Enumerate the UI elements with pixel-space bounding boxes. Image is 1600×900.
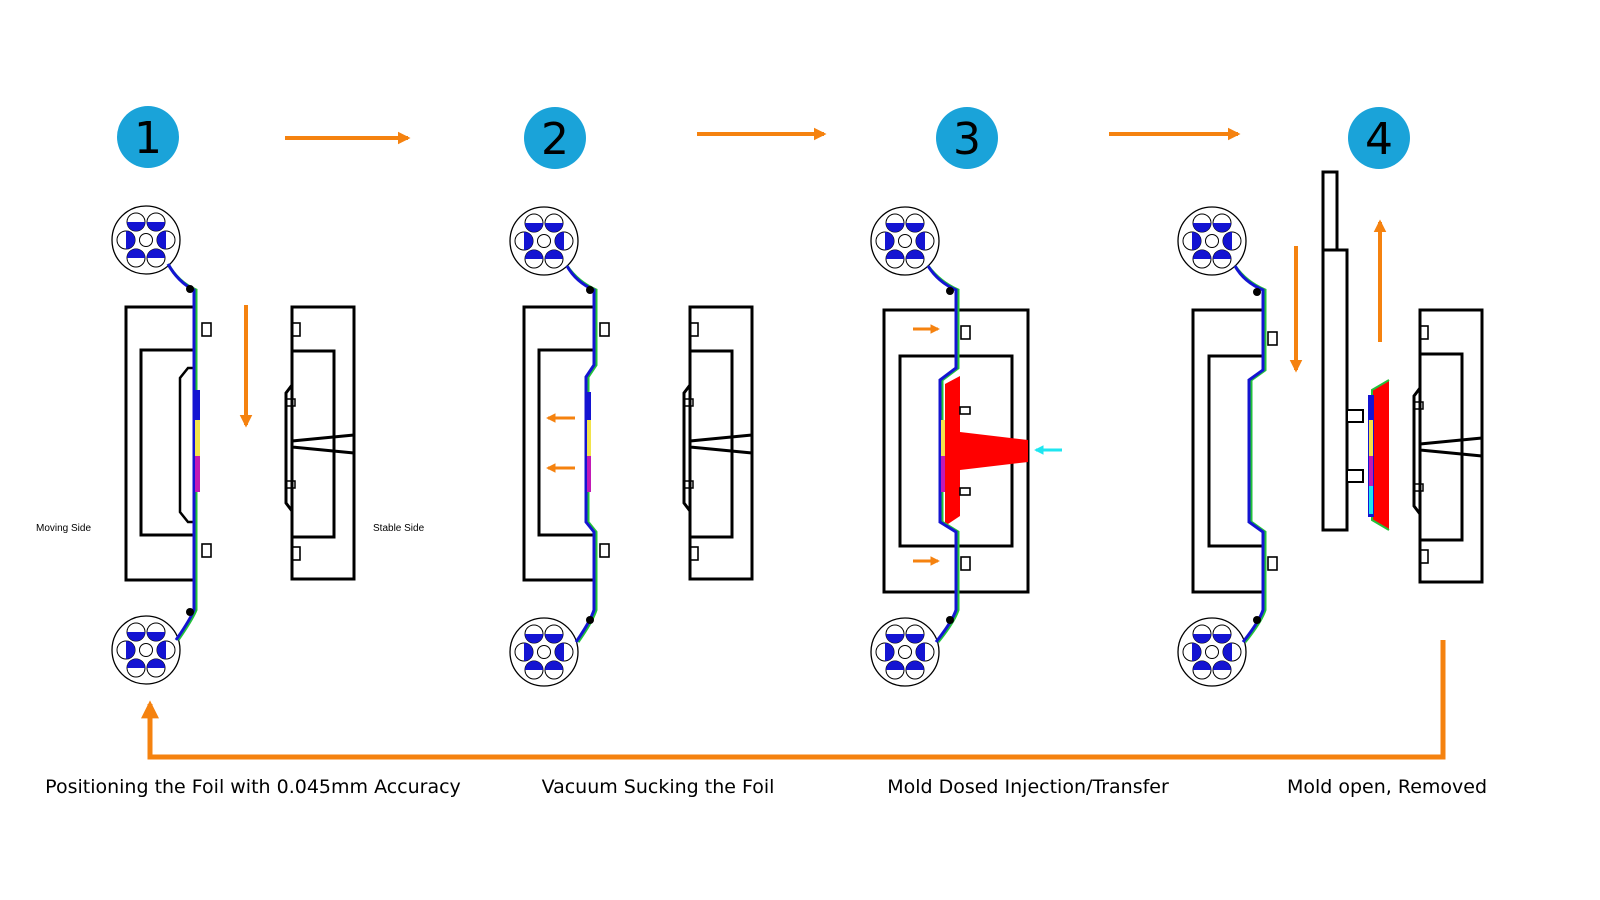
step-1-badge: 1 (117, 106, 179, 168)
step-2-panel: 2 (509, 107, 754, 687)
lower-foil-reel (509, 617, 579, 687)
step-2-caption: Vacuum Sucking the Foil (542, 776, 775, 798)
badge-circle (1348, 107, 1410, 169)
upper-foil-reel (509, 206, 579, 276)
step-4-badge: 4 (1348, 107, 1410, 169)
lower-foil-reel (111, 615, 181, 685)
foil-strip (1233, 265, 1267, 643)
step-number: 3 (953, 114, 981, 165)
step-3-badge: 3 (936, 107, 998, 169)
step-4-caption: Mold open, Removed (1287, 776, 1487, 798)
injected-resin (945, 376, 1028, 526)
badge-circle (524, 107, 586, 169)
step-4-panel: 4 (1177, 107, 1484, 687)
foil-strip (565, 265, 598, 643)
badge-circle (936, 107, 998, 169)
stable-mold-half (284, 305, 356, 581)
lower-foil-reel (870, 617, 940, 687)
step-number: 2 (541, 114, 569, 165)
moving-side-label: Moving Side (36, 523, 91, 534)
stable-side-label: Stable Side (373, 523, 425, 534)
moving-mold-half (522, 305, 610, 582)
badge-circle (117, 106, 179, 168)
upper-foil-reel (870, 206, 940, 276)
step-3-panel: 3 (870, 107, 1062, 687)
step-number: 4 (1365, 114, 1393, 165)
step-1-caption: Positioning the Foil with 0.045mm Accura… (45, 776, 461, 798)
upper-foil-reel (1177, 206, 1247, 276)
upper-foil-reel (111, 205, 181, 275)
foil-strip (166, 263, 200, 641)
step-number: 1 (134, 113, 162, 164)
stable-mold-half (682, 305, 754, 581)
removal-robot-arm (1321, 170, 1364, 532)
step-1-panel: 1 Moving Side Stable Side (36, 106, 425, 685)
moving-mold-half (1191, 308, 1278, 594)
step-3-caption: Mold Dosed Injection/Transfer (887, 776, 1169, 798)
foil-strip (926, 265, 960, 643)
moving-mold-half (124, 305, 212, 582)
molded-part (1368, 379, 1390, 531)
step-2-badge: 2 (524, 107, 586, 169)
lower-foil-reel (1177, 617, 1247, 687)
cycle-return-arrow (141, 640, 1446, 760)
stable-mold-half (1412, 308, 1484, 584)
